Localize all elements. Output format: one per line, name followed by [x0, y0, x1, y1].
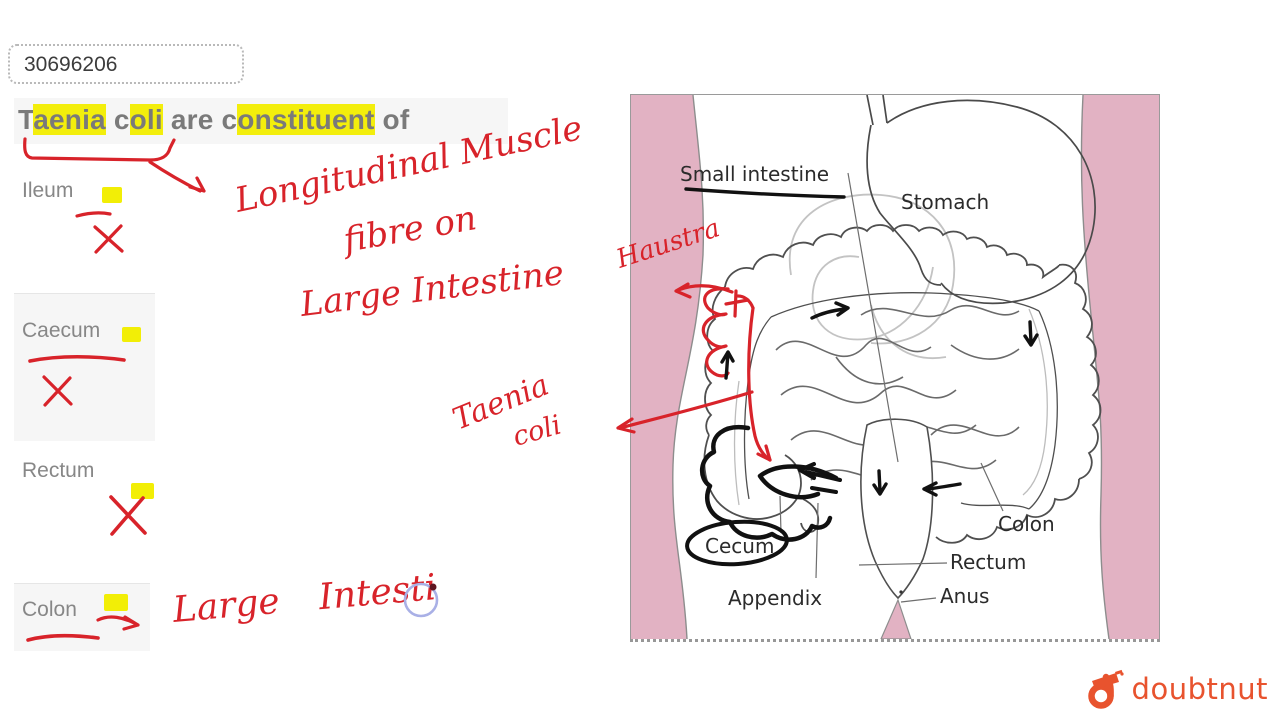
option-rectum-marker [131, 483, 154, 499]
option-caecum[interactable]: Caecum [22, 319, 101, 342]
label-small-intestine: Small intestine [680, 162, 829, 186]
anus-dot [899, 590, 903, 594]
ileum-underline [75, 211, 112, 218]
rectum-shape [860, 418, 934, 600]
colon-leader [980, 462, 1004, 512]
question-segment: c [221, 104, 238, 135]
appendix-shape [800, 498, 820, 533]
question-text: Taenia coli are constituent of [18, 104, 409, 136]
option-ileum-marker [102, 187, 122, 203]
rectum-cross [109, 495, 147, 536]
note-colon-answer: Large Intesti [170, 567, 438, 631]
small-intestine-leader [847, 172, 899, 463]
label-anus: Anus [940, 584, 989, 608]
question-segment-highlight: aenia [33, 104, 106, 135]
label-stomach: Stomach [901, 190, 989, 214]
rectum-leader [858, 562, 948, 566]
bracket-arrow [148, 160, 202, 193]
cecum-leader [779, 495, 782, 534]
option-rectum[interactable]: Rectum [22, 459, 95, 482]
esophagus-line [882, 94, 888, 124]
note-coli: coli [509, 410, 564, 453]
note-taenia: Taenia [448, 367, 554, 437]
question-segment: are [162, 104, 222, 135]
duodenum-underlay [788, 193, 956, 359]
question-segment-highlight: onstituent [237, 104, 375, 135]
anatomy-diagram-svg: Small intestine Stomach Colon Rectum Anu… [631, 94, 1159, 640]
option-colon[interactable]: Colon [22, 598, 77, 621]
doubtnut-logo: doubtnut [1084, 666, 1268, 712]
question-segment: of [374, 104, 410, 135]
esophagus-line [866, 94, 874, 126]
note-large-intestine: Large Intestine [297, 253, 566, 325]
graduation-cap [1091, 673, 1119, 689]
anatomy-diagram: Small intestine Stomach Colon Rectum Anu… [630, 94, 1160, 642]
question-segment: T [18, 104, 34, 135]
question-id: 30696206 [24, 53, 118, 76]
doubtnut-wordmark: doubtnut [1131, 672, 1268, 706]
body-silhouette [631, 94, 1159, 640]
ileum-cross [93, 224, 124, 254]
option-ileum[interactable]: Ileum [22, 179, 74, 202]
leader-lines [779, 172, 1004, 603]
anus-leader [900, 597, 937, 603]
label-rectum: Rectum [950, 550, 1026, 574]
option-caecum-marker [122, 327, 141, 342]
label-cecum: Cecum [705, 534, 774, 558]
option-colon-marker [104, 594, 128, 611]
drawing-cursor [403, 582, 439, 618]
label-appendix: Appendix [728, 586, 822, 610]
question-segment: c [105, 104, 130, 135]
question-id-box: 30696206 [8, 44, 244, 84]
option-caecum-box[interactable] [14, 293, 155, 441]
doubtnut-icon [1087, 669, 1124, 709]
label-colon: Colon [998, 512, 1055, 536]
note-fibre-on: fibre on [338, 198, 480, 261]
question-segment-highlight: oli [129, 104, 163, 135]
stomach-outline [866, 94, 1096, 305]
